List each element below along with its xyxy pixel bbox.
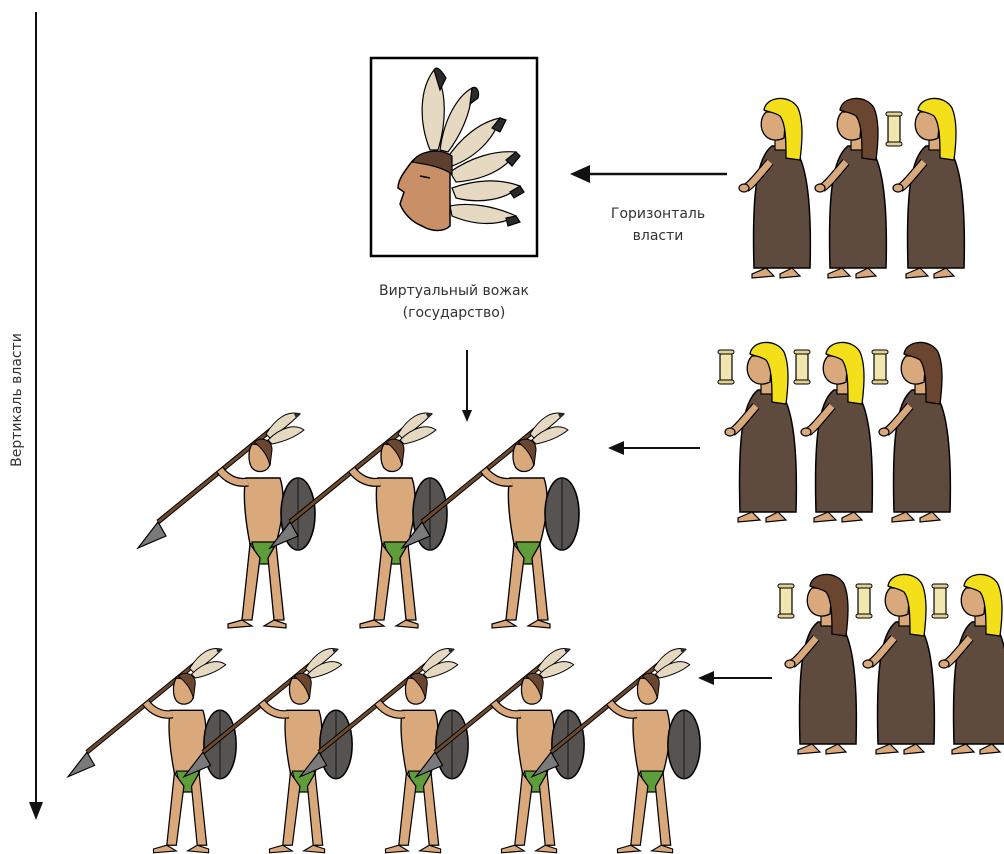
- warrior-icon: [68, 648, 236, 852]
- woman-icon: [871, 341, 950, 522]
- horizontal-label-line1: Горизонталь: [611, 206, 705, 222]
- woman-icon: [885, 97, 964, 278]
- woman-icon: [739, 97, 810, 278]
- woman-icon: [815, 97, 886, 278]
- woman-icon: [931, 573, 1004, 754]
- horizontal-label-line2: власти: [633, 228, 684, 244]
- warrior-icon: [138, 413, 315, 628]
- leader-label-line1: Виртуальный вожак: [379, 283, 529, 299]
- woman-icon: [777, 573, 856, 754]
- woman-icon: [855, 573, 934, 754]
- woman-icon: [717, 341, 796, 522]
- chief-head-icon: [369, 56, 539, 258]
- vertical-axis-arrowhead: [29, 802, 43, 820]
- vertical-axis-label: Вертикаль власти: [9, 333, 25, 467]
- woman-icon: [793, 341, 872, 522]
- leader-label-line2: (государство): [403, 305, 506, 321]
